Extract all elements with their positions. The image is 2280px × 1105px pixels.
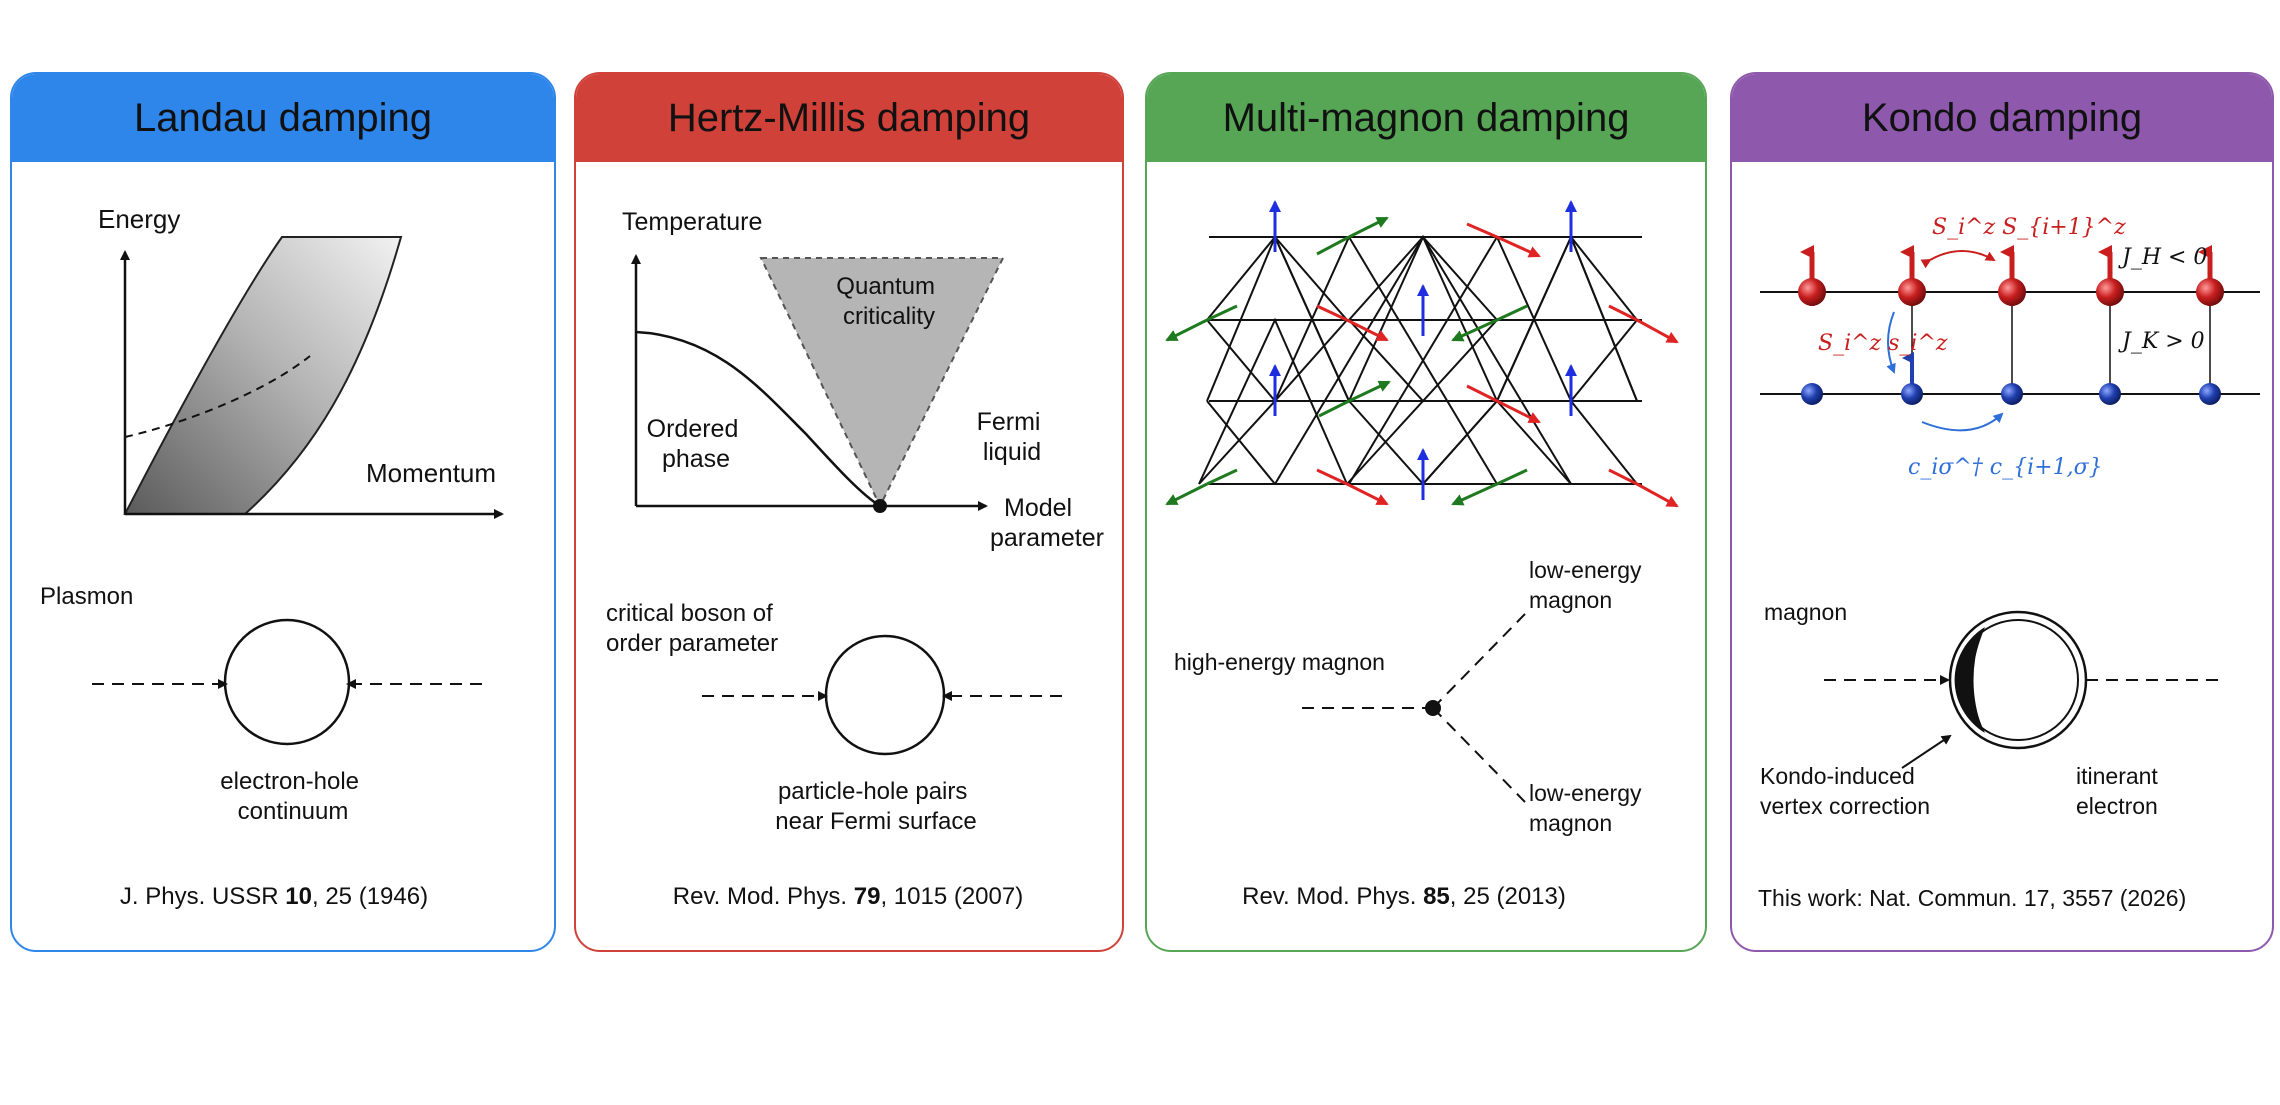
spin-red: [1496, 399, 1541, 424]
hund-exchange-term: S_i^z S_{i+1}^z: [1932, 215, 2126, 240]
y-axis-label: Energy: [98, 204, 180, 234]
continuum-label: electron-hole continuum: [220, 768, 365, 825]
outgoing-magnon-top: [1432, 613, 1526, 709]
spin-red: [1346, 482, 1389, 506]
x-axis-label: Momentum: [366, 458, 496, 488]
boson-label: critical boson of order parameter: [606, 600, 779, 657]
spin-red: [1636, 482, 1679, 508]
panel-title-text: Kondo damping: [1861, 95, 2143, 140]
spin-green: [1451, 482, 1498, 506]
spin-red: [1608, 468, 1638, 486]
continuum-label-line2: continuum: [238, 798, 349, 825]
triangular-lattice: [1198, 234, 1642, 486]
reference: J. Phys. USSR 10, 25 (1946): [120, 883, 428, 910]
vertex-correction-fill: [1955, 627, 1985, 733]
spin-red: [1466, 222, 1498, 239]
kondo-figure: S_i^z S_{i+1}^z J_H < 0 J_K > 0 S_i^z s_…: [1758, 215, 2260, 911]
spin-arrows: [1165, 200, 1679, 508]
x-axis-label: Model parameter: [990, 494, 1104, 552]
particle-hole-label: particle-hole pairs near Fermi surface: [775, 778, 976, 835]
rungs: [1911, 292, 2211, 394]
spin-green: [1165, 318, 1208, 342]
high-energy-magnon-label: high-energy magnon: [1174, 649, 1385, 675]
reference: This work: Nat. Commun. 17, 3557 (2026): [1758, 885, 2186, 911]
hund-coupling-label: J_H < 0: [2118, 245, 2207, 270]
spin-green: [1496, 468, 1528, 486]
phase-boundary: [635, 330, 881, 508]
outgoing-magnon-bottom: [1432, 707, 1526, 803]
local-spins: [1798, 245, 2224, 306]
spin-red: [1346, 318, 1389, 342]
y-axis-label: Temperature: [622, 208, 762, 236]
decay-vertex: [1425, 700, 1441, 716]
vertex-pointer-arrow: [1901, 734, 1952, 769]
landau-figure: Energy Momentum Plasmon electron-hole co…: [40, 204, 504, 910]
plasmon-label: Plasmon: [40, 583, 133, 610]
spin-green: [1206, 304, 1238, 322]
hopping-term: c_iσ^† c_{i+1,σ}: [1908, 455, 2103, 480]
plasmon-dispersion: [124, 355, 311, 438]
fermi-liquid-label: Fermi liquid: [977, 408, 1048, 466]
multi-magnon-figure: high-energy magnon low-energy magnon low…: [1165, 200, 1679, 910]
magnon-label: magnon: [1764, 599, 1847, 625]
spin-green: [1348, 216, 1389, 239]
spin-green: [1496, 304, 1528, 322]
panel-title: Landau damping: [12, 74, 554, 162]
conduction-electrons: [1801, 352, 2221, 405]
ordered-phase-label: Ordered phase: [647, 415, 746, 473]
spin-red: [1636, 318, 1679, 344]
spin-red: [1316, 304, 1348, 322]
kondo-exchange-arrow: [1886, 311, 1896, 374]
qc-label: Quantum criticality: [836, 273, 941, 330]
spin-green: [1348, 380, 1391, 403]
low-energy-magnon-top-label: low-energy magnon: [1529, 557, 1648, 613]
low-energy-magnon-bottom-label: low-energy magnon: [1529, 780, 1648, 836]
bubble-loop: [223, 618, 351, 746]
reference: Rev. Mod. Phys. 79, 1015 (2007): [673, 883, 1023, 910]
panel-title: Hertz-Millis damping: [576, 74, 1122, 162]
panel-title-text: Landau damping: [133, 95, 433, 140]
reference: Rev. Mod. Phys. 85, 25 (2013): [1242, 883, 1566, 910]
spin-green: [1316, 235, 1350, 256]
continuum-label-line1: electron-hole: [220, 768, 359, 795]
itinerant-electron-label: itinerant electron: [2076, 763, 2164, 819]
panel-landau: Landau damping Energy Momentum Plasmon e…: [10, 72, 556, 952]
panel-title-text: Multi-magnon damping: [1222, 95, 1630, 140]
bubble-outer: [1948, 610, 2088, 750]
spin-green: [1165, 482, 1208, 506]
spin-green: [1451, 318, 1498, 342]
panel-hertz-millis: Hertz-Millis damping Quantum criticality…: [574, 72, 1124, 952]
spin-red: [1608, 304, 1638, 322]
panel-multi-magnon: Multi-magnon damping: [1145, 72, 1707, 952]
spin-green: [1318, 399, 1350, 418]
bubble-loop: [824, 634, 946, 756]
continuum-band: [123, 236, 403, 515]
hund-exchange-arrow: [1920, 250, 1996, 269]
hertz-millis-figure: Quantum criticality Temperature Model pa…: [606, 208, 1104, 910]
spin-green: [1206, 468, 1238, 486]
spin-red: [1496, 235, 1541, 258]
spin-red: [1466, 384, 1498, 403]
hopping-arrow: [1921, 412, 2004, 432]
vertex-correction-label: Kondo-induced vertex correction: [1760, 763, 1930, 819]
panel-title: Multi-magnon damping: [1147, 74, 1705, 162]
spin-red: [1316, 468, 1348, 486]
panel-title-text: Hertz-Millis damping: [667, 95, 1031, 140]
quantum-critical-region: [759, 257, 1005, 509]
panel-kondo: Kondo damping: [1730, 72, 2274, 952]
kondo-exchange-term: S_i^z s_i^z: [1818, 331, 1948, 356]
panel-title: Kondo damping: [1732, 74, 2272, 162]
kondo-coupling-label: J_K > 0: [2118, 329, 2205, 354]
